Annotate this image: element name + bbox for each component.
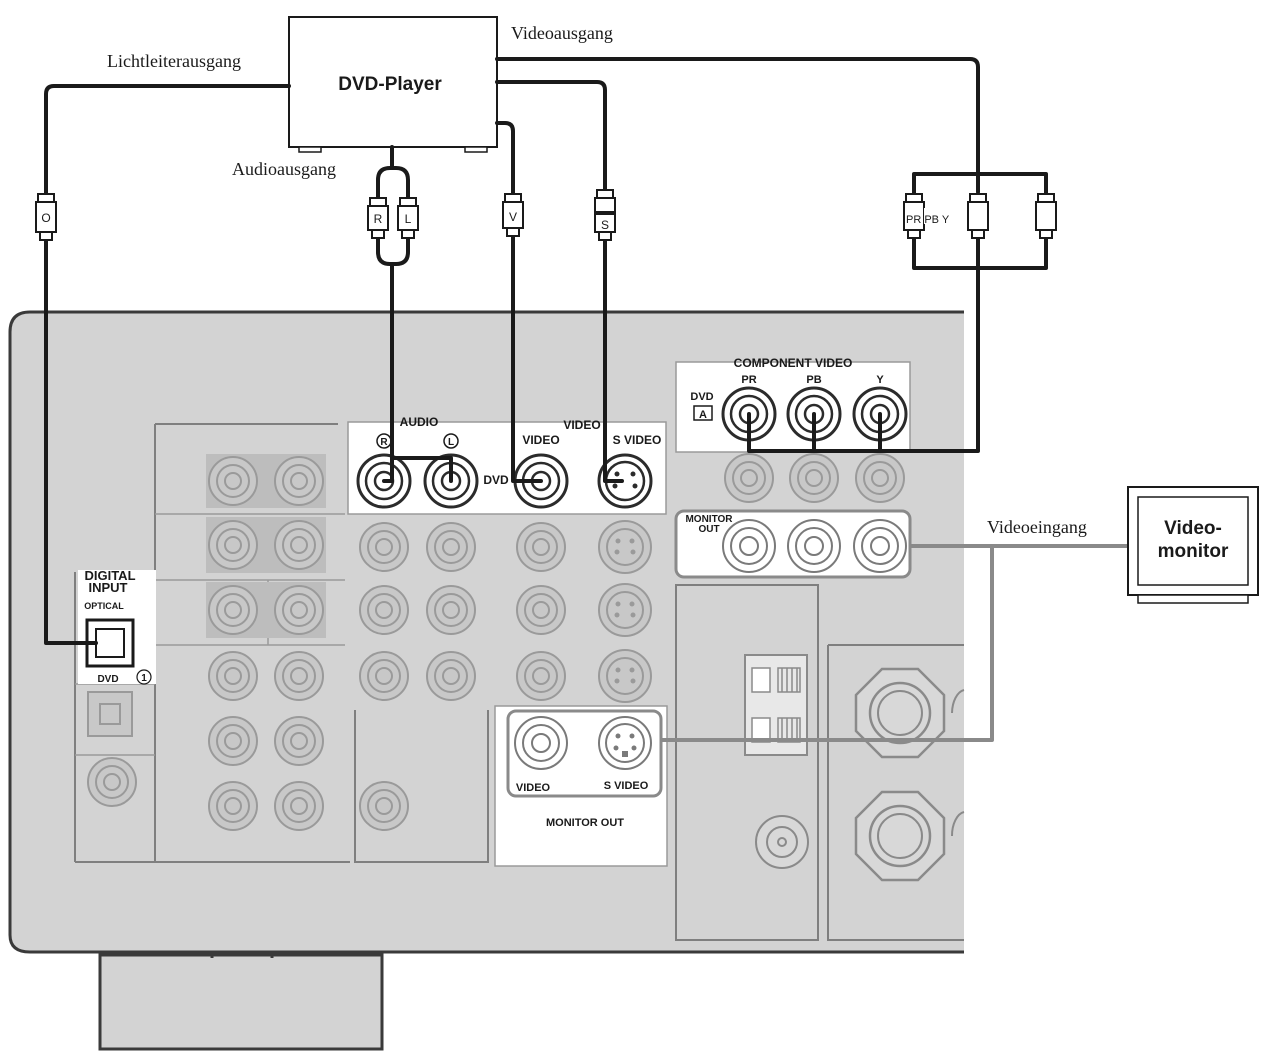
- comp-dvd-badge: A: [699, 409, 707, 421]
- video-monitor: Video- monitor: [1127, 486, 1259, 604]
- signal-labels: Lichtleiterausgang Videoausgang Audioaus…: [107, 23, 1087, 537]
- digital-input-label-2: INPUT: [89, 580, 128, 595]
- svideo-plug: S: [594, 189, 616, 241]
- plugs: O R L V S: [35, 189, 1057, 241]
- component-plug-label: PR PB Y: [906, 214, 950, 226]
- dvd-digital-number: 1: [141, 673, 147, 684]
- monitor-out-bottom-label: MONITOR OUT: [546, 817, 624, 829]
- audio-out-label: Audioausgang: [232, 159, 336, 179]
- audio-r-label: R: [380, 437, 388, 448]
- cables: [44, 57, 1128, 742]
- mon-svideo-label: S VIDEO: [604, 780, 649, 792]
- comp-y-label: Y: [876, 374, 884, 386]
- component-video-label: COMPONENT VIDEO: [734, 356, 853, 370]
- video-group-label: VIDEO: [563, 418, 600, 432]
- receiver-panel: [8, 310, 965, 1051]
- audio-l-plug-label: L: [405, 212, 412, 226]
- video-plug-label: V: [509, 210, 517, 224]
- audio-label: AUDIO: [400, 415, 439, 429]
- digital-input-label: DIGITAL: [84, 568, 135, 583]
- audio-r-plug: R: [367, 197, 389, 239]
- audio-l-plug: L: [397, 197, 419, 239]
- dvd-row-label: DVD: [483, 473, 509, 487]
- comp-pr-label: PR: [741, 374, 756, 386]
- monitor-out-label-2: OUT: [698, 524, 719, 535]
- audio-r-plug-label: R: [374, 212, 383, 226]
- component-plugs: PR PB Y: [903, 193, 1057, 239]
- monitor-label-1: Video-: [1164, 518, 1222, 539]
- mon-video-label: VIDEO: [516, 782, 551, 794]
- optical-out-label: Lichtleiterausgang: [107, 51, 241, 71]
- monitor-out-label-1: MONITOR: [685, 514, 733, 525]
- video-in-label: Videoeingang: [987, 517, 1087, 537]
- dvd-player-title: DVD-Player: [338, 74, 442, 95]
- monitor-label-2: monitor: [1158, 541, 1229, 562]
- audio-l-label: L: [448, 437, 454, 448]
- comp-pb-label: PB: [806, 374, 821, 386]
- svideo-plug-label: S: [601, 218, 609, 232]
- dvd-digital-label: DVD: [97, 674, 118, 685]
- optical-plug: O: [35, 193, 57, 241]
- comp-dvd-label: DVD: [690, 391, 713, 403]
- dvd-player: DVD-Player: [288, 16, 498, 153]
- optical-label: OPTICAL: [84, 601, 124, 611]
- optical-plug-label: O: [41, 211, 50, 225]
- svideo-col-label: S VIDEO: [613, 433, 662, 447]
- video-col-label: VIDEO: [522, 433, 559, 447]
- video-plug: V: [502, 193, 524, 237]
- video-out-label: Videoausgang: [511, 23, 613, 43]
- receiver-labels: DIGITAL INPUT OPTICAL DVD 1 AUDIO R L VI…: [84, 356, 884, 829]
